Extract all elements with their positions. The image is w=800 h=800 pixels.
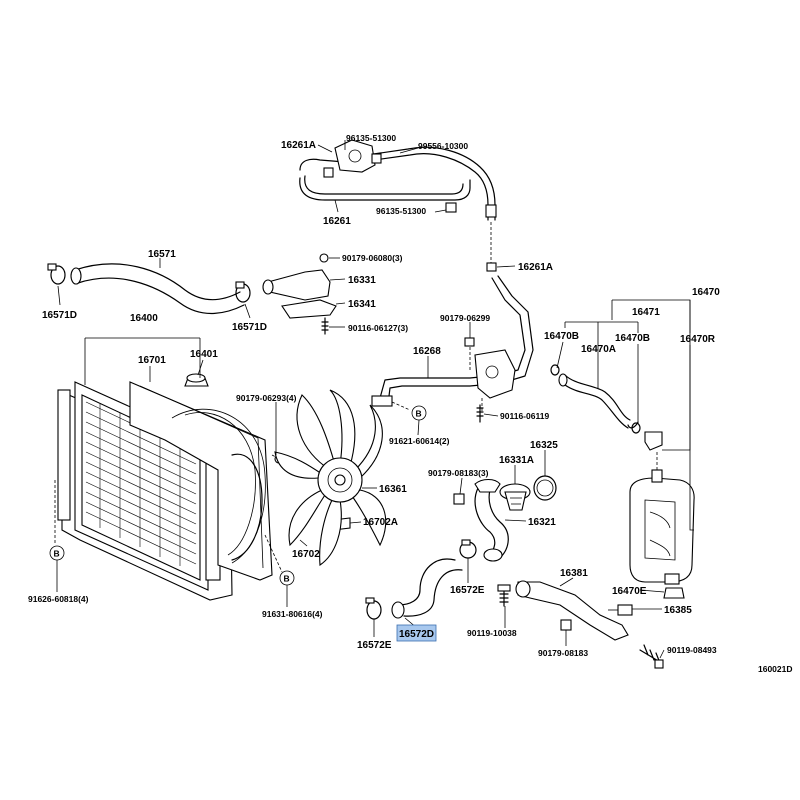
gasket-16341[interactable] xyxy=(281,299,337,319)
label-16571D-left: 16571D xyxy=(42,310,77,321)
clip-16470B-left[interactable] xyxy=(550,364,560,376)
label-90179-08183-3: 90179-08183(3) xyxy=(428,468,489,478)
pipe-16381[interactable] xyxy=(515,580,629,641)
label-16470A: 16470A xyxy=(581,344,616,355)
bolt-90179-08183-lower[interactable] xyxy=(560,619,572,631)
hose-clamp-16571D-right[interactable] xyxy=(235,281,251,303)
label-16572E-upper: 16572E xyxy=(450,585,485,596)
label-16381: 16381 xyxy=(560,568,588,579)
bolt-90116-06127[interactable] xyxy=(321,317,329,335)
bolt-90116-06119[interactable] xyxy=(476,404,484,423)
label-91626-60818: 91626-60818(4) xyxy=(28,594,89,604)
label-91621-60614: 91621-60614(2) xyxy=(389,436,450,446)
label-16261A-lower: 16261A xyxy=(518,262,553,273)
cooling-fan-16361[interactable] xyxy=(274,389,387,566)
label-16361: 16361 xyxy=(379,484,407,495)
bolt-90119-10038[interactable] xyxy=(499,589,509,607)
label-90179-08183: 90179-08183 xyxy=(538,648,588,658)
hose-clamp-16572E-lower[interactable] xyxy=(365,597,382,620)
clip-16470R[interactable] xyxy=(644,431,663,451)
label-16331: 16331 xyxy=(348,275,376,286)
clamp-16261A[interactable] xyxy=(486,262,497,272)
label-91631-80616: 91631-80616(4) xyxy=(262,609,323,619)
thermostat-16331A[interactable] xyxy=(499,483,531,511)
label-90119-10038: 90119-10038 xyxy=(467,628,517,638)
water-inlet-16321[interactable] xyxy=(474,478,509,562)
diagram-code: 160021D xyxy=(758,664,793,674)
bypass-pipe-16261[interactable] xyxy=(299,139,497,221)
reservoir-cap-16470E[interactable] xyxy=(663,587,685,599)
svg-text:B: B xyxy=(416,409,422,419)
upper-hose-16571[interactable] xyxy=(70,263,245,315)
label-16268: 16268 xyxy=(413,346,441,357)
svg-text:B: B xyxy=(54,549,60,559)
label-90179-06080: 90179-06080(3) xyxy=(342,253,403,263)
svg-text:B: B xyxy=(284,574,290,584)
bolt-90179-06299[interactable] xyxy=(464,337,475,347)
label-99556-10300: 99556-10300 xyxy=(418,141,468,151)
label-16572E-lower: 16572E xyxy=(357,640,392,651)
hose-clamp-16571D-left[interactable] xyxy=(47,263,66,285)
drain-cock-16385[interactable] xyxy=(608,604,633,616)
highlight-box-16572D xyxy=(396,624,437,642)
label-16571: 16571 xyxy=(148,249,176,260)
label-16401: 16401 xyxy=(190,349,218,360)
label-16261: 16261 xyxy=(323,216,351,227)
label-16341: 16341 xyxy=(348,299,376,310)
callout-B-91631: B xyxy=(279,570,295,586)
label-16331A: 16331A xyxy=(499,455,534,466)
label-90179-06299: 90179-06299 xyxy=(440,313,490,323)
label-16702A: 16702A xyxy=(363,517,398,528)
clip-16470B-right[interactable] xyxy=(631,422,641,434)
bolt-90119-08493[interactable] xyxy=(639,644,661,664)
label-16572D: 16572D xyxy=(399,629,434,640)
label-16470E: 16470E xyxy=(612,586,647,597)
callout-B-91621: B xyxy=(411,405,427,421)
label-16701: 16701 xyxy=(138,355,166,366)
label-16325: 16325 xyxy=(530,440,558,451)
label-90116-06127: 90116-06127(3) xyxy=(348,323,408,333)
label-96135-51300-bottom: 96135-51300 xyxy=(376,206,426,216)
label-16385: 16385 xyxy=(664,605,692,616)
pipe-16268[interactable] xyxy=(371,275,534,407)
label-90119-08493: 90119-08493 xyxy=(667,645,717,655)
label-16470B-left: 16470B xyxy=(544,331,579,342)
callout-B-91626: B xyxy=(49,545,65,561)
bolt-90179-08183-upper[interactable] xyxy=(453,493,465,505)
bolt-90179-06080[interactable] xyxy=(319,253,329,263)
label-16470: 16470 xyxy=(692,287,720,298)
part-labels: 16261A 96135-51300 99556-10300 16261 961… xyxy=(28,133,793,674)
leader-lines xyxy=(56,140,694,659)
reservoir-tank-16470[interactable] xyxy=(629,469,695,585)
label-90116-06119: 90116-06119 xyxy=(500,411,549,421)
label-16702: 16702 xyxy=(292,549,320,560)
overflow-hose-16471[interactable] xyxy=(558,373,631,429)
label-16571D-right: 16571D xyxy=(232,322,267,333)
fan-shroud-lower-16702[interactable] xyxy=(231,453,263,561)
hose-clamp-16572E-upper[interactable] xyxy=(459,539,477,559)
label-90179-06293: 90179-06293(4) xyxy=(236,393,297,403)
label-16470R: 16470R xyxy=(680,334,716,345)
label-16470B-right: 16470B xyxy=(615,333,650,344)
lower-hose-16572D[interactable] xyxy=(391,558,463,619)
label-16321: 16321 xyxy=(528,517,556,528)
label-16471: 16471 xyxy=(632,307,660,318)
label-16400: 16400 xyxy=(130,313,158,324)
label-16261A: 16261A xyxy=(281,140,316,151)
fan-shroud-16701[interactable] xyxy=(129,381,273,581)
water-outlet-16331[interactable] xyxy=(262,269,331,301)
radiator-cap-16401[interactable] xyxy=(184,373,209,387)
label-96135-51300-top: 96135-51300 xyxy=(346,133,396,143)
